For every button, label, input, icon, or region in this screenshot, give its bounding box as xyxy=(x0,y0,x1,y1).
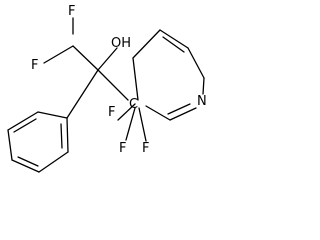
ring-bond-ch-to-ch-2 xyxy=(159,29,189,49)
chemical-structure-diagram: F F OH F C F F N xyxy=(7,4,207,173)
atom-f-ring-3: F xyxy=(142,141,149,156)
bond-central-to-phenyl xyxy=(66,69,99,119)
phenyl-double-2 xyxy=(17,156,39,167)
ring-bond-c-to-ch xyxy=(132,57,139,101)
phenyl-bond-3 xyxy=(7,129,13,161)
ring-bond-ch-to-c xyxy=(145,105,171,121)
ring-bond-double-lower xyxy=(167,103,191,115)
ring-bond-ch-to-ch-3 xyxy=(187,47,205,79)
phenyl-bond-4 xyxy=(11,159,40,173)
atom-f-ring-2: F xyxy=(119,141,126,156)
bond-central-to-oh xyxy=(97,47,118,71)
phenyl-bond-5 xyxy=(38,151,69,173)
atom-hydroxyl: OH xyxy=(111,36,131,51)
atom-carbon: C xyxy=(129,97,138,112)
phenyl-bond-2 xyxy=(7,111,39,131)
phenyl-bond-6 xyxy=(66,117,69,153)
atom-f-ring-1: F xyxy=(108,105,115,120)
bond-c-to-f1 xyxy=(117,103,136,121)
atom-f-top: F xyxy=(68,4,75,19)
bond-c-to-f2 xyxy=(125,107,136,141)
bond-skeleton xyxy=(7,17,205,173)
atom-f-left: F xyxy=(31,58,38,73)
ring-bond-ch-to-ch xyxy=(132,29,161,59)
phenyl-bond-1 xyxy=(37,111,68,119)
phenyl-double-1 xyxy=(13,118,37,133)
phenyl-double-3 xyxy=(60,123,63,149)
atom-labels: F F OH F C F F N xyxy=(31,4,207,156)
ring-bond-double-upper xyxy=(162,36,185,53)
ring-bond-to-n xyxy=(202,77,205,95)
atom-nitrogen: N xyxy=(197,94,207,109)
bond-chf2-to-central xyxy=(72,45,99,71)
bond-f-left-to-chf2 xyxy=(43,45,74,64)
bond-central-to-ring-c xyxy=(97,69,129,101)
ring-bond-n-to-ch xyxy=(169,107,197,121)
bond-c-to-f3 xyxy=(138,107,147,142)
